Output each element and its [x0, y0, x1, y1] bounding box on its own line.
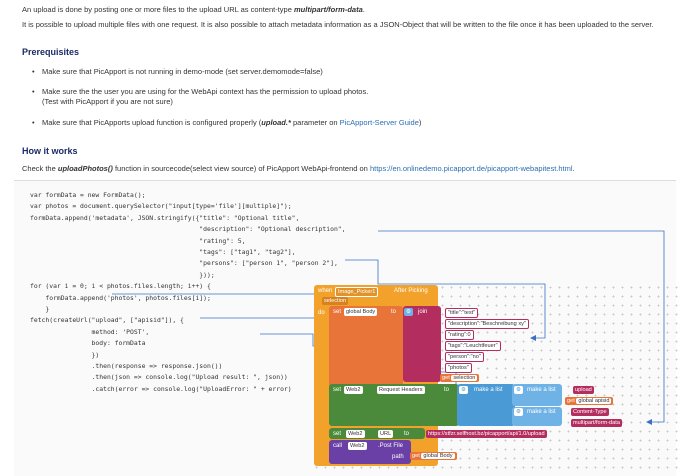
- code-line: body: formData: [30, 339, 146, 348]
- join-gear-icon[interactable]: ⚙: [404, 308, 414, 316]
- call-post-file-block[interactable]: [329, 440, 411, 464]
- intro-period: .: [362, 5, 365, 14]
- prereq-close-paren: ): [418, 118, 422, 127]
- url-value-text[interactable]: https://stfzr.selfhost.bz/picapport/api/…: [426, 430, 547, 438]
- prereq-item-permission-note: (Test with PicApport if you are not sure…: [42, 97, 173, 106]
- prereq-item-demomode: Make sure that PicApport is not running …: [32, 67, 323, 77]
- after-picking-label: After Picking: [394, 288, 428, 294]
- get-body-label: get: [412, 453, 420, 459]
- code-line: .then(response => response.json()): [30, 362, 223, 370]
- join-block[interactable]: [403, 306, 441, 382]
- intro-line-1: An upload is done by posting one or more…: [22, 5, 365, 15]
- code-line: .then(json => console.log("Upload result…: [30, 373, 288, 382]
- code-line: }): [30, 350, 100, 359]
- to-label: to: [391, 309, 397, 315]
- connector-metadata: [345, 259, 546, 339]
- image-picker-dropdown[interactable]: Image_Picker1: [335, 287, 379, 297]
- do-label: do: [318, 310, 325, 316]
- list-content-type-block[interactable]: [512, 407, 562, 426]
- json-title-text[interactable]: "title":"test": [445, 308, 479, 318]
- get-label: get: [442, 375, 450, 381]
- path-label: path: [392, 454, 404, 460]
- selection-dropdown[interactable]: selection: [451, 375, 478, 381]
- code-line: "tags": ["tag1", "tag2"],: [30, 248, 296, 256]
- set-headers-label: set: [333, 387, 342, 393]
- list1-gear-icon[interactable]: ⚙: [514, 386, 524, 394]
- code-line: }: [30, 305, 50, 313]
- outer-make-a-list-label: make a list: [474, 387, 503, 393]
- how-it-works-text: Check the uploadPhotos() function in sou…: [22, 164, 575, 174]
- code-line: var formData = new FormData();: [30, 191, 146, 199]
- global-body-get-dropdown[interactable]: global Body: [421, 453, 455, 459]
- prereq-item-permission: Make sure the the user you are using for…: [32, 87, 368, 97]
- connector-multipart: [378, 230, 665, 423]
- headers-to-label: to: [444, 387, 450, 393]
- code-line: "rating": 5,: [30, 236, 246, 245]
- code-line: var photos = document.querySelector("inp…: [30, 202, 292, 211]
- global-apisid-dropdown[interactable]: global apisid: [576, 398, 612, 404]
- call-label: call: [333, 443, 343, 449]
- code-line: .catch(error => console.log("UploadError…: [30, 384, 292, 393]
- json-person-text[interactable]: "person":"no": [445, 352, 484, 362]
- post-file-label: .Post File: [378, 443, 404, 449]
- prereq-item-upload-config: Make sure that PicApports upload functio…: [32, 118, 422, 128]
- intro-text: An upload is done by posting one or more…: [22, 5, 294, 14]
- set-url-block[interactable]: [329, 428, 425, 439]
- code-line: "persons": ["person 1", "person 2"],: [30, 259, 338, 268]
- get-apisid-label: get: [567, 398, 575, 404]
- upload-text[interactable]: upload: [573, 386, 594, 394]
- webapi-test-link[interactable]: https://en.onlinedemo.picapport.de/picap…: [369, 164, 573, 173]
- join-label: join: [418, 309, 428, 315]
- content-type-emphasis: multipart/form-data: [293, 5, 363, 14]
- call-web2-dropdown[interactable]: Web2: [348, 442, 367, 450]
- prereq-upload-text: Make sure that PicApports upload functio…: [42, 118, 262, 127]
- url-to-label: to: [404, 431, 410, 437]
- list1-make-a-list-label: make a list: [527, 387, 556, 393]
- url-web2-dropdown[interactable]: Web2: [346, 430, 365, 438]
- code-line: method: 'POST',: [30, 327, 150, 336]
- json-rating-text[interactable]: "rating":0: [445, 330, 474, 340]
- upload-param-emphasis: upload.*: [261, 118, 291, 127]
- selection-param: selection: [322, 297, 349, 305]
- code-line: formData.append('photos', photos.files[i…: [30, 293, 211, 302]
- prereq-upload-text-2: parameter on: [290, 118, 340, 127]
- multipart-text[interactable]: multipart/form-data: [571, 419, 622, 427]
- prerequisites-heading: Prerequisites: [22, 47, 80, 57]
- event-when-label: when: [318, 288, 333, 294]
- get-global-body[interactable]: get global Body: [410, 452, 457, 460]
- set-url-label: set: [333, 431, 342, 437]
- how-it-works-heading: How it works: [22, 146, 78, 156]
- list2-gear-icon[interactable]: ⚙: [514, 408, 524, 416]
- request-headers-dropdown[interactable]: Request Headers: [377, 386, 425, 394]
- code-line: fetch(createUrl("upload", ["apisid"]), {: [30, 316, 184, 325]
- list2-make-a-list-label: make a list: [527, 409, 556, 415]
- server-guide-link[interactable]: PicApport-Server Guide: [339, 118, 419, 127]
- list-upload-block[interactable]: [512, 384, 562, 406]
- hiw-middle: function in sourcecode(select view sourc…: [112, 164, 370, 173]
- hiw-prefix: Check the: [22, 164, 58, 173]
- code-line: formData.append('metadata', JSON.stringi…: [30, 213, 300, 222]
- hiw-suffix: .: [572, 164, 575, 173]
- upload-photos-fn: uploadPhotos(): [57, 164, 113, 173]
- code-line: for (var i = 0; i < photos.files.length;…: [30, 282, 211, 291]
- set-label: set: [333, 309, 342, 315]
- get-global-apisid[interactable]: get global apisid: [565, 397, 614, 405]
- url-property-dropdown[interactable]: URL: [378, 430, 394, 438]
- json-description-text[interactable]: "description":"Beschreibung xy": [445, 319, 529, 329]
- json-photos-text[interactable]: "photos": [445, 363, 472, 373]
- code-line: "description": "Optional description",: [30, 225, 346, 234]
- get-selection-block[interactable]: get selection: [440, 374, 480, 382]
- intro-line-2: It is possible to upload multiple files …: [22, 20, 654, 29]
- web2-dropdown[interactable]: Web2: [344, 386, 363, 394]
- outer-list-gear-icon[interactable]: ⚙: [459, 386, 469, 394]
- json-tags-text[interactable]: "tags":"Leuchtfeuer": [445, 341, 501, 351]
- code-line: }));: [30, 270, 215, 279]
- content-type-text[interactable]: Content-Type: [571, 408, 609, 416]
- global-body-dropdown[interactable]: global Body: [344, 308, 378, 316]
